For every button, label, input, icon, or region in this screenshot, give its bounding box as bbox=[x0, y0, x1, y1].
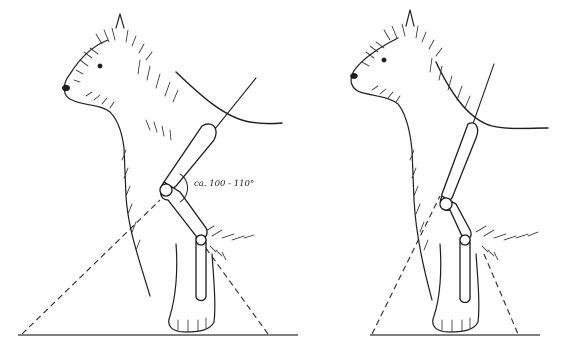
left-back-line bbox=[176, 72, 282, 124]
left-rear-dashed-line bbox=[200, 240, 268, 334]
right-scapula bbox=[442, 123, 478, 202]
left-wrist-joint bbox=[196, 235, 206, 245]
right-nose-icon bbox=[350, 73, 358, 79]
left-forearm bbox=[196, 238, 206, 301]
right-fur-strokes bbox=[362, 24, 538, 260]
left-elbow-joint bbox=[160, 184, 172, 196]
right-leg-outline bbox=[433, 244, 479, 332]
left-nose-icon bbox=[62, 85, 70, 91]
left-leg-outline bbox=[169, 244, 215, 332]
right-dog-illustration bbox=[350, 10, 548, 335]
left-dog-illustration: ca. 100 - 110° bbox=[18, 14, 298, 335]
right-wrist-joint bbox=[460, 235, 470, 245]
left-front-dashed-line bbox=[22, 200, 160, 334]
right-elbow-joint bbox=[440, 198, 452, 210]
right-forearm bbox=[460, 238, 470, 303]
right-eye-icon bbox=[382, 58, 387, 63]
right-head-outline bbox=[351, 10, 432, 300]
left-angle-label: ca. 100 - 110° bbox=[194, 179, 254, 189]
left-head-outline bbox=[64, 14, 150, 296]
right-rear-dashed-line bbox=[484, 254, 518, 334]
right-front-dashed-line bbox=[372, 196, 440, 334]
left-fur-strokes bbox=[74, 28, 254, 260]
right-back-line bbox=[436, 62, 548, 129]
left-eye-icon bbox=[98, 64, 103, 69]
